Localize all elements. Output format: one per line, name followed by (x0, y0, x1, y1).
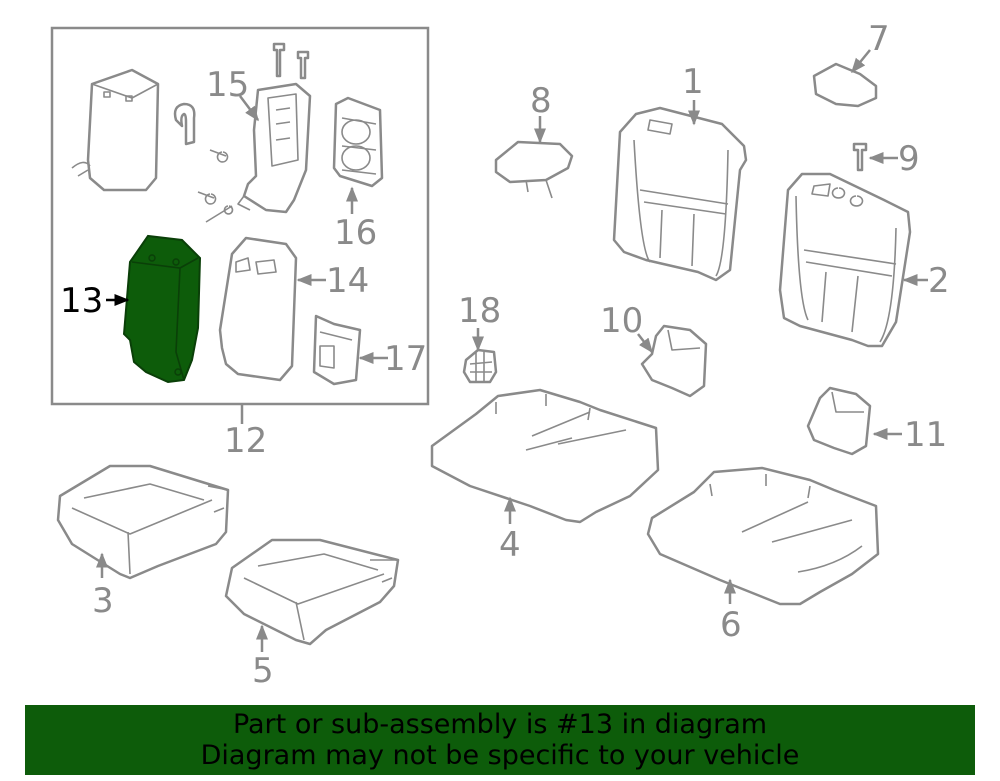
seat-pad-4-part (430, 388, 660, 524)
parts-diagram: 1 2 3 4 5 6 7 8 9 10 11 12 13 14 15 16 1… (50, 19, 950, 691)
callout-12: 12 (224, 421, 267, 461)
callout-9: 9 (898, 139, 920, 179)
pin-9-part (852, 142, 868, 172)
callout-3: 3 (92, 581, 114, 621)
bolster-10-part (640, 324, 708, 398)
bolster-11-part (806, 386, 872, 456)
headrest-7-part (812, 62, 878, 108)
callout-15: 15 (206, 65, 249, 105)
seat-back-2-part (778, 172, 912, 348)
cup-holder-part (332, 96, 384, 188)
seat-cushion-5-part (224, 538, 400, 646)
part-13-armrest-highlighted[interactable] (122, 234, 202, 384)
callout-1: 1 (682, 62, 704, 102)
callout-10: 10 (600, 301, 643, 341)
callout-8: 8 (530, 81, 552, 121)
banner-line-1: Part or sub-assembly is #13 in diagram (232, 709, 768, 740)
callout-13: 13 (60, 281, 103, 321)
callout-5: 5 (252, 651, 274, 691)
armrest-pad-part (218, 236, 298, 382)
banner-line-2: Diagram may not be specific to your vehi… (200, 740, 800, 771)
clip-18-part (462, 348, 498, 384)
callout-16: 16 (334, 213, 377, 253)
info-banner: Part or sub-assembly is #13 in diagram D… (25, 705, 975, 775)
headrest-8-part (494, 140, 574, 199)
seat-back-1-part (612, 106, 748, 282)
armrest-cover-part (71, 68, 160, 192)
seat-pad-6-part (646, 466, 880, 606)
callout-17: 17 (384, 339, 427, 379)
callout-14: 14 (326, 261, 369, 301)
seat-cushion-3-part (56, 464, 230, 580)
armrest-inset-box (50, 26, 430, 406)
callout-6: 6 (720, 605, 742, 645)
leader-lines (96, 49, 928, 652)
small-bracket-part (312, 314, 362, 386)
clip-part (173, 102, 196, 146)
callout-11: 11 (904, 415, 947, 455)
callout-2: 2 (928, 261, 950, 301)
callout-18: 18 (458, 291, 501, 331)
screws-part (197, 42, 310, 223)
callout-7: 7 (868, 19, 890, 59)
bracket-part (237, 82, 312, 214)
callout-4: 4 (499, 525, 521, 565)
